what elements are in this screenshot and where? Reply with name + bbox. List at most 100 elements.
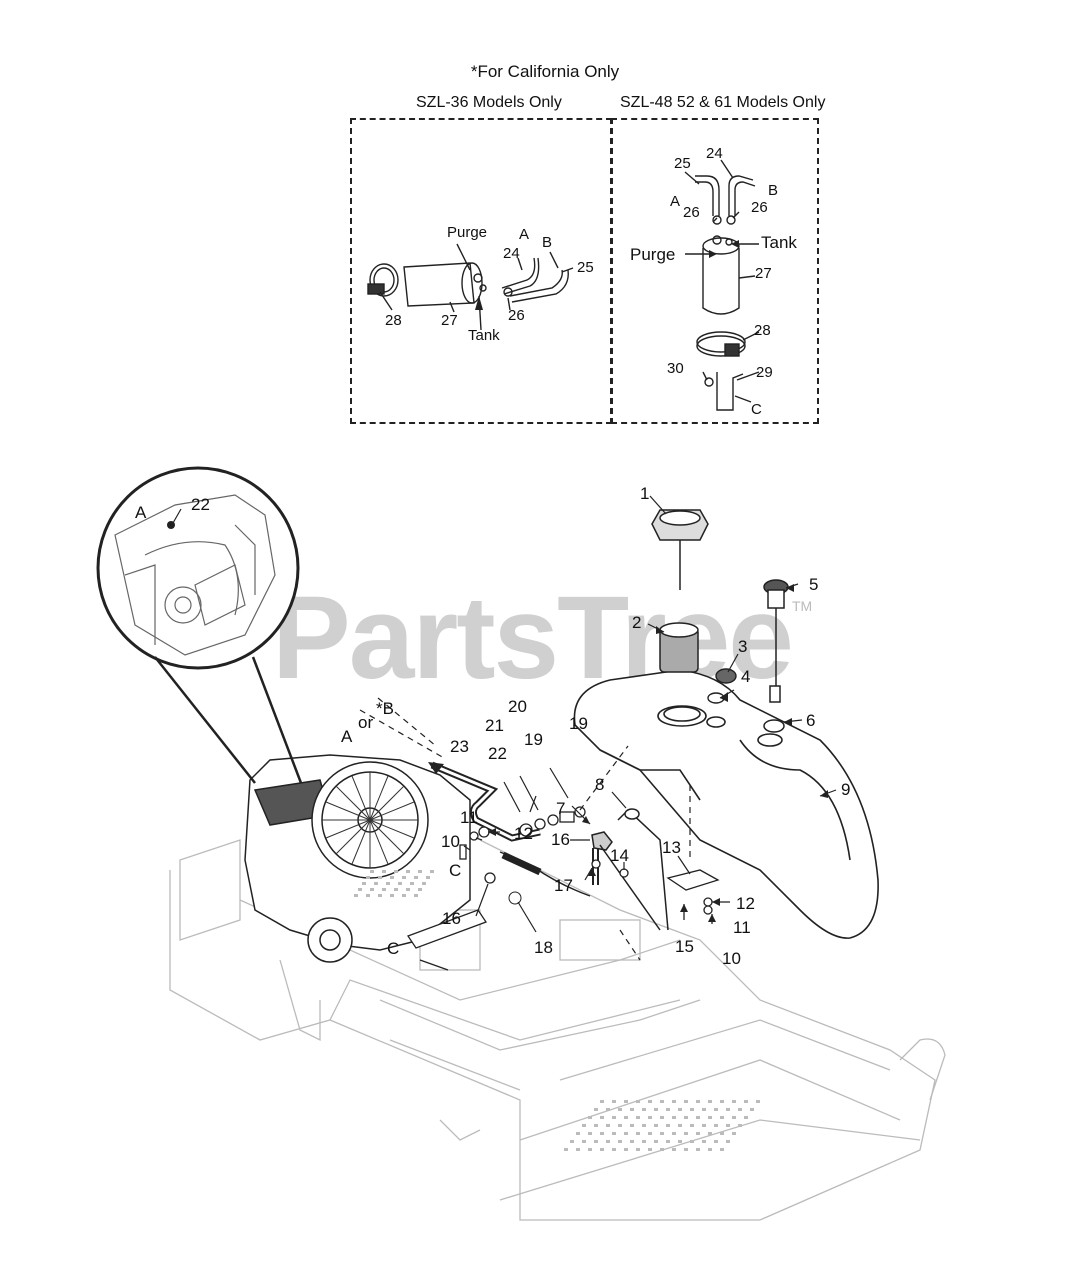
- vent-hole: [732, 1116, 736, 1119]
- vent-hole: [648, 1148, 652, 1151]
- part-22: 22: [488, 744, 507, 763]
- part-17: 17: [554, 876, 573, 895]
- main-or-label: or: [358, 713, 374, 732]
- vent-hole: [660, 1132, 664, 1135]
- right-canister-drawing: [684, 159, 760, 411]
- vent-hole: [430, 870, 434, 873]
- vent-hole: [588, 1116, 592, 1119]
- vent-hole: [366, 876, 370, 879]
- vent-hole: [406, 888, 410, 891]
- vent-hole: [690, 1140, 694, 1143]
- vent-hole: [636, 1132, 640, 1135]
- vent-hole: [600, 1148, 604, 1151]
- detail-part-22: 22: [191, 495, 210, 514]
- vent-hole: [654, 1140, 658, 1143]
- vent-hole: [588, 1132, 592, 1135]
- left-b-label: B: [542, 234, 553, 251]
- vent-hole: [714, 1124, 718, 1127]
- left-part-25: 25: [577, 259, 594, 276]
- vent-hole: [414, 894, 418, 897]
- vent-hole: [394, 870, 398, 873]
- part-15: 15: [675, 937, 694, 956]
- right-part-27: 27: [755, 265, 772, 282]
- vent-hole: [576, 1148, 580, 1151]
- vent-hole: [696, 1148, 700, 1151]
- vent-hole: [660, 1100, 664, 1103]
- part-19b: 19: [569, 714, 588, 733]
- vent-hole: [744, 1116, 748, 1119]
- vent-hole: [624, 1100, 628, 1103]
- vent-hole: [370, 888, 374, 891]
- vent-hole: [708, 1132, 712, 1135]
- part-3: 3: [738, 637, 748, 656]
- vent-hole: [398, 882, 402, 885]
- right-part-28: 28: [754, 322, 771, 339]
- part-6: 6: [806, 711, 816, 730]
- part-8: 8: [595, 775, 605, 794]
- vent-hole: [690, 1124, 694, 1127]
- vent-hole: [582, 1124, 586, 1127]
- vent-hole: [696, 1116, 700, 1119]
- vent-hole: [672, 1100, 676, 1103]
- vent-hole: [386, 882, 390, 885]
- main-a-label: A: [341, 727, 353, 746]
- vent-grid: [354, 870, 760, 1151]
- vent-hole: [378, 876, 382, 879]
- trademark-symbol: TM: [792, 598, 813, 614]
- vent-hole: [600, 1132, 604, 1135]
- detail-magnifier: [96, 466, 303, 784]
- vent-hole: [374, 882, 378, 885]
- vent-hole: [660, 1148, 664, 1151]
- left-box-title: SZL-36 Models Only: [416, 94, 562, 111]
- left-canister-drawing: [367, 243, 574, 331]
- part-13: 13: [662, 838, 681, 857]
- vent-hole: [636, 1100, 640, 1103]
- vent-hole: [732, 1100, 736, 1103]
- part-10a: 10: [441, 832, 460, 851]
- vent-hole: [636, 1148, 640, 1151]
- vent-hole: [720, 1100, 724, 1103]
- vent-hole: [410, 882, 414, 885]
- vent-hole: [594, 1124, 598, 1127]
- part-7: 7: [556, 799, 566, 818]
- right-part-24: 24: [706, 145, 723, 162]
- vent-hole: [402, 876, 406, 879]
- vent-hole: [642, 1140, 646, 1143]
- vent-hole: [594, 1140, 598, 1143]
- vent-hole: [684, 1100, 688, 1103]
- part-4: 4: [741, 667, 751, 686]
- diagram-title: *For California Only: [470, 62, 620, 81]
- vent-hole: [720, 1148, 724, 1151]
- part-14: 14: [610, 846, 629, 865]
- vent-hole: [702, 1124, 706, 1127]
- vent-hole: [642, 1124, 646, 1127]
- vent-hole: [582, 1140, 586, 1143]
- vent-hole: [696, 1100, 700, 1103]
- vent-hole: [666, 1108, 670, 1111]
- vent-hole: [750, 1108, 754, 1111]
- vent-hole: [606, 1108, 610, 1111]
- vent-hole: [394, 888, 398, 891]
- part-12b: 12: [736, 894, 755, 913]
- vent-hole: [370, 870, 374, 873]
- vent-hole: [600, 1100, 604, 1103]
- vent-hole: [708, 1100, 712, 1103]
- part-20: 20: [508, 697, 527, 716]
- right-part-26a: 26: [683, 204, 700, 221]
- vent-hole: [366, 894, 370, 897]
- vent-hole: [606, 1124, 610, 1127]
- right-part-26b: 26: [751, 199, 768, 216]
- part-19a: 19: [524, 730, 543, 749]
- vent-hole: [714, 1140, 718, 1143]
- vent-hole: [612, 1116, 616, 1119]
- vent-hole: [624, 1148, 628, 1151]
- vent-hole: [564, 1148, 568, 1151]
- vent-hole: [708, 1148, 712, 1151]
- vent-hole: [406, 870, 410, 873]
- left-a-label: A: [519, 226, 530, 243]
- main-b-label: *B: [376, 699, 394, 718]
- vent-hole: [708, 1116, 712, 1119]
- vent-hole: [720, 1132, 724, 1135]
- right-part-29: 29: [756, 364, 773, 381]
- right-a-label: A: [670, 193, 681, 210]
